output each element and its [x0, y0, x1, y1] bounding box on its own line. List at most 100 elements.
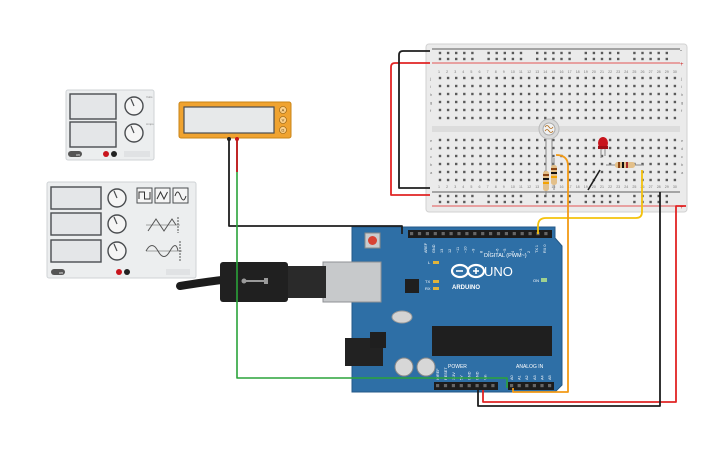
breadboard-hole[interactable]: [625, 84, 628, 88]
breadboard-hole[interactable]: [576, 92, 579, 96]
breadboard-hole[interactable]: [608, 194, 612, 198]
breadboard-hole[interactable]: [463, 200, 466, 204]
breadboard-hole[interactable]: [438, 146, 442, 150]
breadboard-hole[interactable]: [576, 146, 579, 150]
breadboard-hole[interactable]: [519, 170, 523, 174]
breadboard-hole[interactable]: [487, 51, 490, 55]
breadboard-hole[interactable]: [649, 200, 652, 204]
breadboard-hole[interactable]: [495, 194, 498, 198]
breadboard-hole[interactable]: [438, 57, 442, 61]
breadboard-hole[interactable]: [479, 92, 482, 96]
header-pin[interactable]: [528, 232, 532, 236]
breadboard-hole[interactable]: [576, 116, 579, 120]
breadboard-hole[interactable]: [600, 178, 604, 182]
breadboard-hole[interactable]: [487, 92, 490, 96]
breadboard-hole[interactable]: [576, 108, 579, 112]
breadboard-hole[interactable]: [438, 162, 442, 166]
header-pin[interactable]: [459, 384, 463, 388]
breadboard-hole[interactable]: [463, 51, 466, 55]
header-pin[interactable]: [520, 232, 524, 236]
breadboard-hole[interactable]: [608, 170, 612, 174]
breadboard-hole[interactable]: [446, 138, 450, 142]
breadboard-hole[interactable]: [471, 108, 474, 112]
breadboard-hole[interactable]: [487, 138, 490, 142]
breadboard-hole[interactable]: [633, 100, 636, 104]
breadboard-hole[interactable]: [487, 57, 490, 61]
breadboard-hole[interactable]: [641, 57, 644, 61]
breadboard-hole[interactable]: [649, 51, 652, 55]
breadboard-hole[interactable]: [649, 146, 652, 150]
breadboard-hole[interactable]: [536, 51, 539, 55]
breadboard-hole[interactable]: [463, 138, 466, 142]
breadboard-hole[interactable]: [641, 162, 644, 166]
breadboard-hole[interactable]: [511, 154, 515, 158]
resistor-3[interactable]: [606, 162, 644, 168]
breadboard-hole[interactable]: [455, 194, 458, 198]
jumper-wire-black[interactable]: [587, 169, 601, 191]
breadboard-hole[interactable]: [600, 51, 604, 55]
breadboard-hole[interactable]: [519, 92, 523, 96]
breadboard-hole[interactable]: [625, 138, 628, 142]
breadboard-hole[interactable]: [592, 170, 596, 174]
red-led[interactable]: [598, 137, 608, 158]
breadboard-hole[interactable]: [471, 194, 474, 198]
breadboard-hole[interactable]: [617, 200, 620, 204]
breadboard-hole[interactable]: [511, 92, 515, 96]
breadboard-hole[interactable]: [544, 92, 547, 96]
breadboard-hole[interactable]: [503, 146, 506, 150]
breadboard-hole[interactable]: [463, 170, 466, 174]
breadboard-hole[interactable]: [471, 200, 474, 204]
breadboard-hole[interactable]: [568, 200, 571, 204]
breadboard-hole[interactable]: [463, 178, 466, 182]
breadboard-hole[interactable]: [625, 100, 628, 104]
breadboard-hole[interactable]: [592, 162, 596, 166]
breadboard-hole[interactable]: [665, 84, 668, 88]
breadboard-hole[interactable]: [552, 51, 555, 55]
breadboard-hole[interactable]: [665, 200, 668, 204]
breadboard-hole[interactable]: [617, 146, 620, 150]
breadboard-hole[interactable]: [487, 162, 490, 166]
breadboard-hole[interactable]: [511, 170, 515, 174]
breadboard-hole[interactable]: [438, 138, 442, 142]
breadboard-hole[interactable]: [455, 57, 458, 61]
header-pin[interactable]: [417, 232, 422, 236]
breadboard-hole[interactable]: [665, 92, 668, 96]
breadboard-hole[interactable]: [519, 108, 523, 112]
breadboard-hole[interactable]: [519, 194, 523, 198]
breadboard-hole[interactable]: [503, 57, 506, 61]
header-pin[interactable]: [443, 384, 448, 388]
breadboard-hole[interactable]: [552, 108, 555, 112]
header-pin[interactable]: [451, 384, 455, 388]
breadboard-hole[interactable]: [641, 154, 644, 158]
breadboard-hole[interactable]: [479, 100, 482, 104]
breadboard-hole[interactable]: [438, 170, 442, 174]
breadboard-hole[interactable]: [495, 154, 498, 158]
breadboard-hole[interactable]: [633, 57, 636, 61]
breadboard-hole[interactable]: [487, 108, 490, 112]
breadboard-hole[interactable]: [487, 194, 490, 198]
breadboard-hole[interactable]: [463, 116, 466, 120]
breadboard-hole[interactable]: [584, 154, 587, 158]
wires[interactable]: [228, 50, 686, 407]
breadboard-hole[interactable]: [608, 92, 612, 96]
breadboard-hole[interactable]: [511, 200, 515, 204]
breadboard-hole[interactable]: [568, 138, 571, 142]
negative-terminal[interactable]: [111, 151, 117, 157]
breadboard-hole[interactable]: [560, 170, 563, 174]
breadboard-hole[interactable]: [455, 138, 458, 142]
breadboard-hole[interactable]: [479, 76, 482, 80]
breadboard-hole[interactable]: [617, 51, 620, 55]
breadboard-hole[interactable]: [479, 116, 482, 120]
breadboard-hole[interactable]: [576, 162, 579, 166]
breadboard-hole[interactable]: [446, 116, 450, 120]
breadboard-hole[interactable]: [495, 178, 498, 182]
breadboard-hole[interactable]: [568, 178, 571, 182]
breadboard-hole[interactable]: [536, 200, 539, 204]
breadboard-hole[interactable]: [608, 154, 612, 158]
breadboard-hole[interactable]: [576, 170, 579, 174]
breadboard-hole[interactable]: [503, 116, 506, 120]
breadboard-hole[interactable]: [673, 92, 677, 96]
breadboard-hole[interactable]: [495, 146, 498, 150]
breadboard-hole[interactable]: [641, 116, 644, 120]
breadboard-hole[interactable]: [503, 178, 506, 182]
